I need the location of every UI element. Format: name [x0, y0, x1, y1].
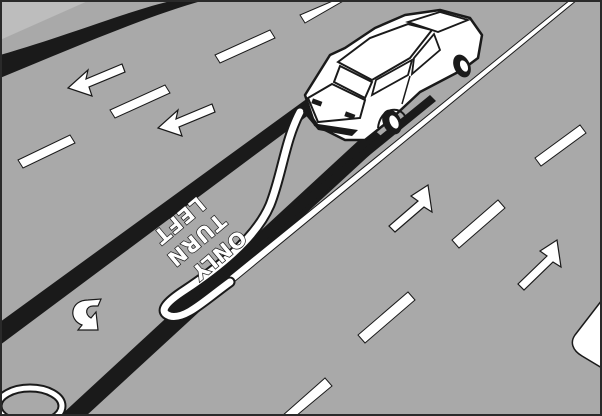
road-illustration: ONLY TURN LEFT	[0, 0, 602, 416]
